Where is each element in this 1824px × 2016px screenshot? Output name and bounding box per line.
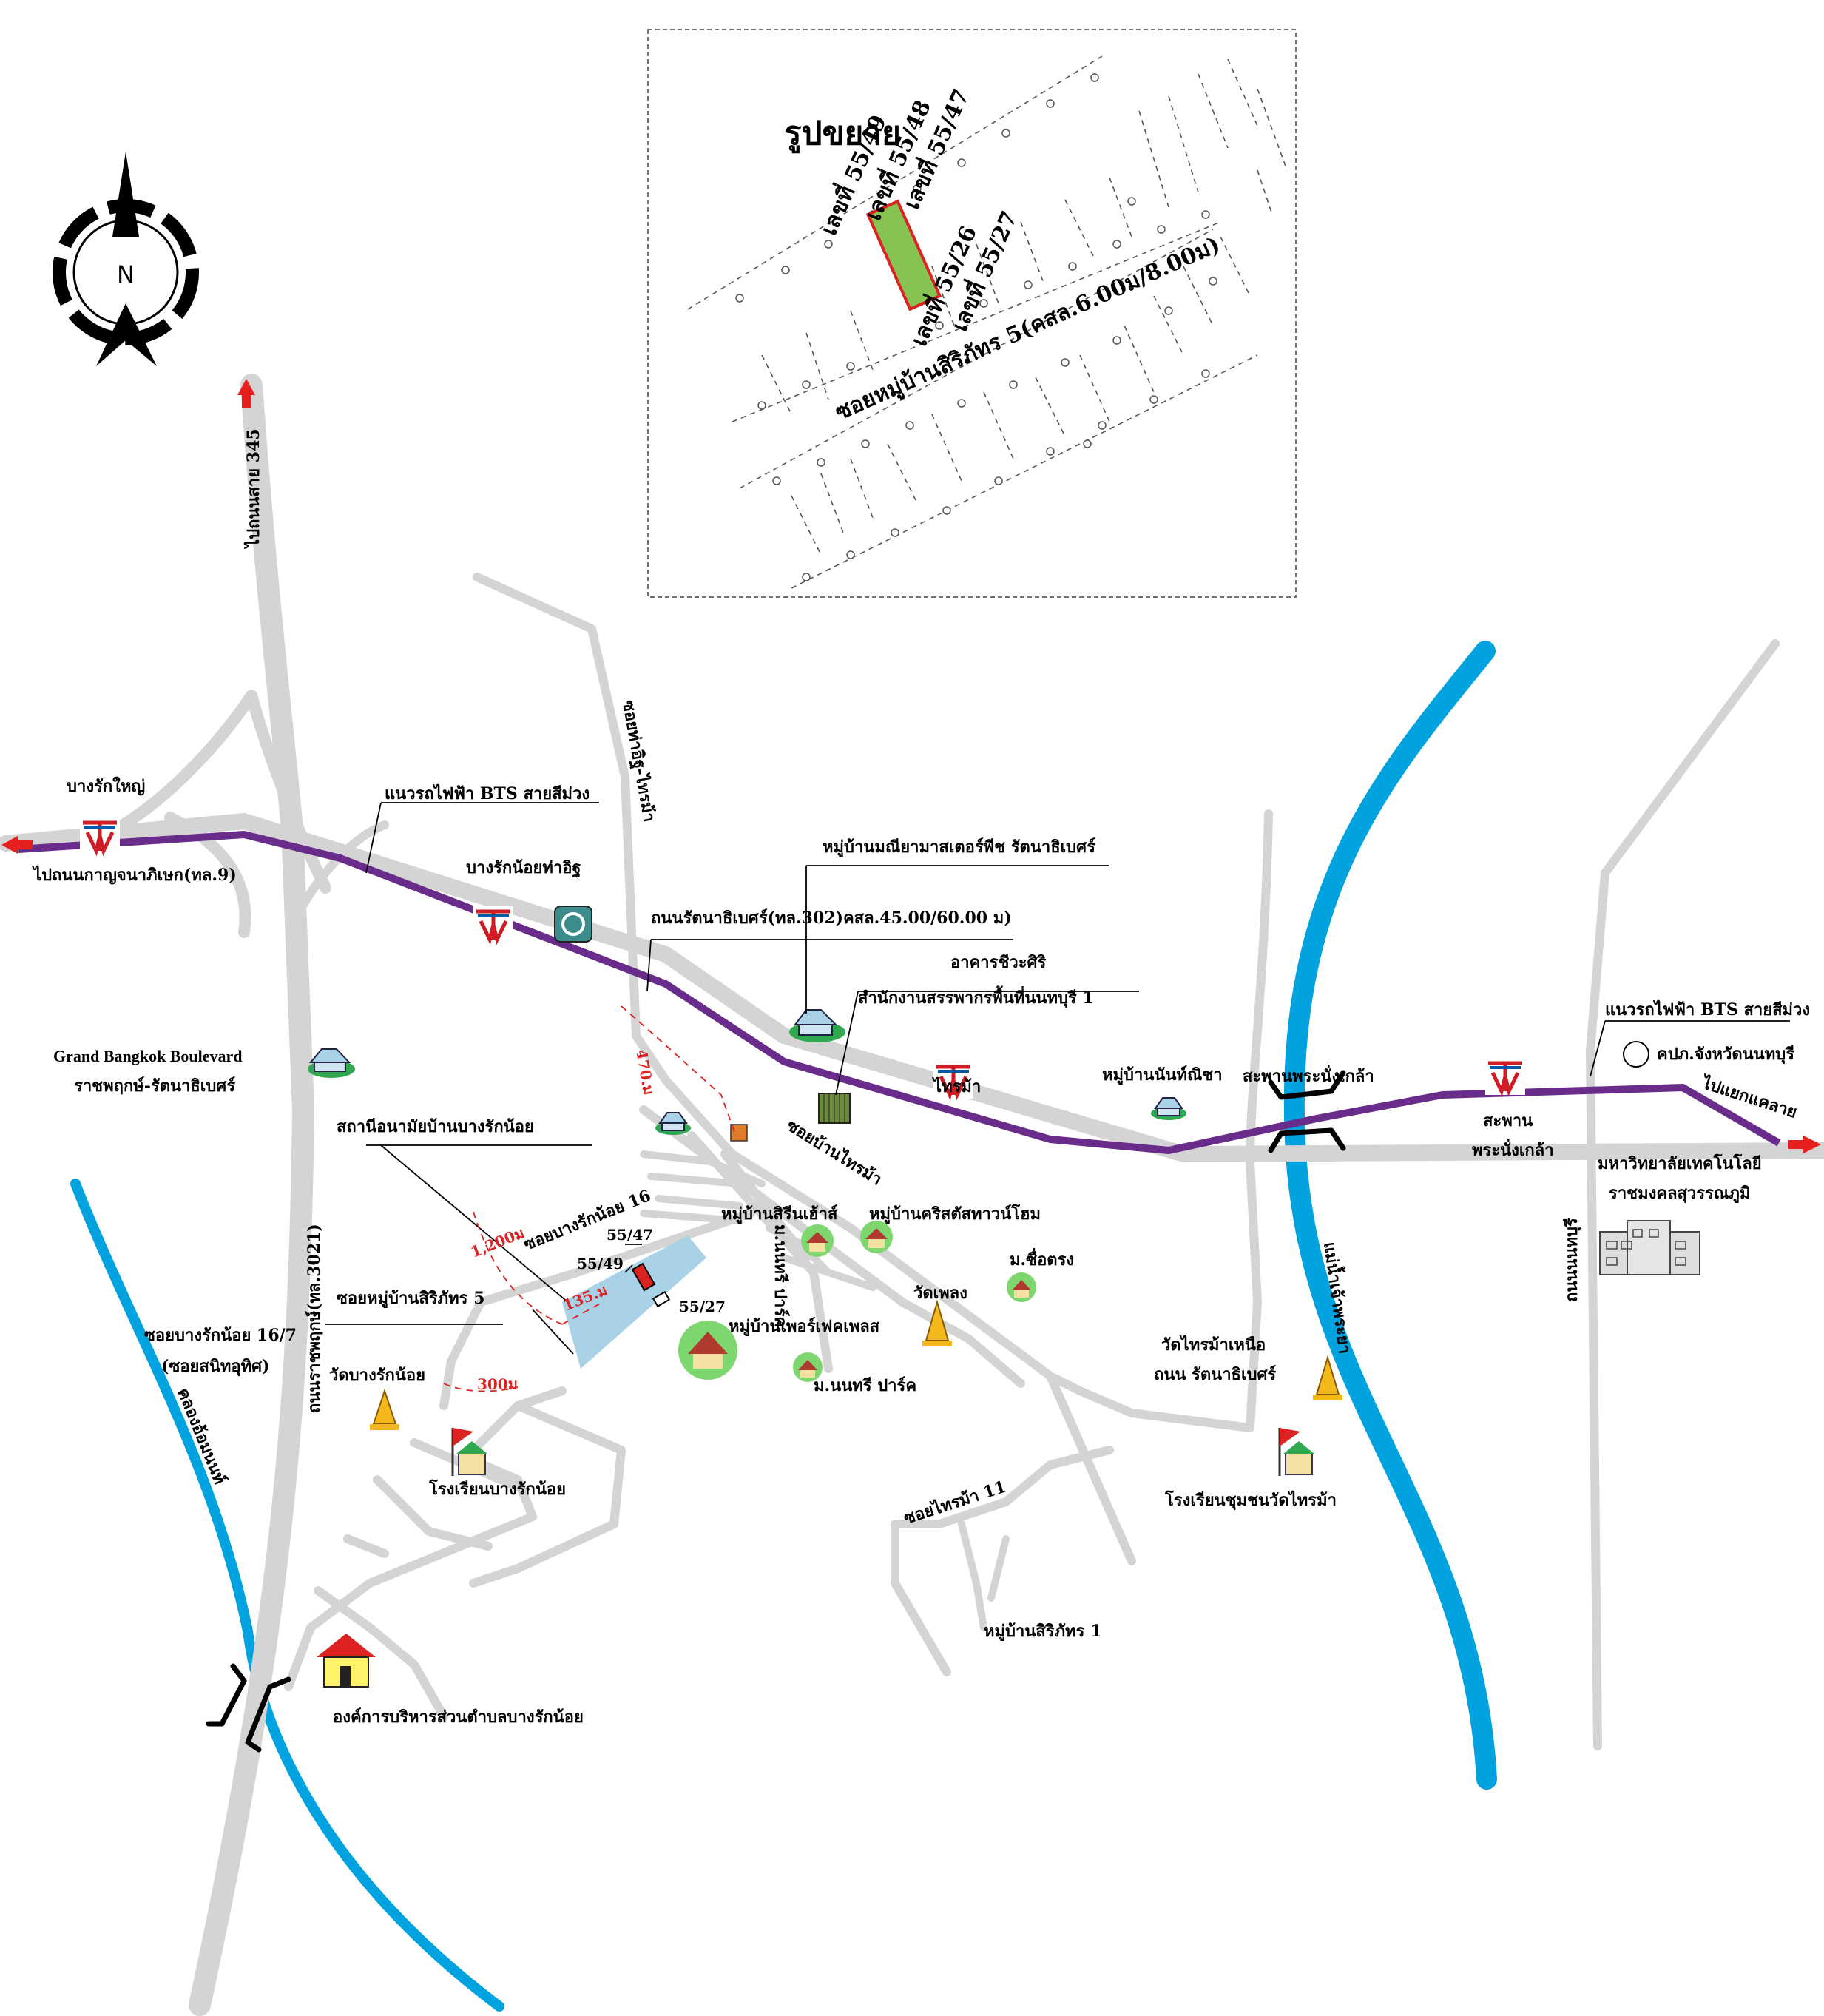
- label-distance-1200: 1,200ม: [468, 1224, 527, 1261]
- bts-logo-icon: [80, 817, 120, 857]
- label-perfect: หมู่บ้านเพอร์เฟคเพลส: [729, 1317, 880, 1337]
- label-plot-55-49: 55/49: [577, 1255, 624, 1272]
- label-sai-ma: ไทรม้า: [932, 1076, 981, 1096]
- label-sirin: หมู่บ้านสิรีนเฮ้าส์: [721, 1204, 838, 1224]
- distance-markers: [443, 1005, 735, 1392]
- label-bts-line-left: แนวรถไฟฟ้า BTS สายสีม่วง: [385, 783, 590, 803]
- police-circle-icon: [1623, 1041, 1649, 1068]
- inset-frame: [647, 29, 1297, 598]
- label-nonthaburi: ถนนนนทบุรี: [1562, 1218, 1582, 1302]
- tambon-office-icon: [317, 1634, 376, 1688]
- label-bridge-station-1: สะพาน: [1483, 1111, 1533, 1130]
- village-plot-area: [562, 1235, 706, 1369]
- label-to-khae-rai: ไปแยกแคลาย: [1698, 1072, 1800, 1122]
- label-chiwa-1: อาคารชีวะศิริ: [950, 953, 1047, 972]
- bts-logo-icon: [1485, 1058, 1525, 1097]
- school-flag-icon: [1278, 1428, 1314, 1476]
- khlong-om-non: [70, 1179, 504, 2012]
- label-bridge: สะพานพระนั่งเกล้า: [1243, 1064, 1374, 1086]
- label-school-saima: โรงเรียนชุมชนวัดไทรม้า: [1164, 1490, 1337, 1511]
- red-arrow-icon: [1, 379, 1821, 1153]
- label-road-345: ไปถนนสาย 345: [243, 428, 263, 549]
- label-health: สถานีอนามัยบ้านบางรักน้อย: [337, 1117, 534, 1136]
- house-icon: [789, 1009, 845, 1042]
- label-plot-55-27: 55/27: [679, 1298, 726, 1315]
- label-soi-sai-ma: ซอยบ้านไทรม้า: [783, 1115, 886, 1190]
- label-tambon-office: องค์การบริหารส่วนตำบลบางรักน้อย: [333, 1707, 584, 1727]
- label-wat-bangrak: วัดบางรักน้อย: [329, 1366, 425, 1385]
- label-univ-2: ราชมงคลสุวรรณภูมิ: [1609, 1184, 1750, 1204]
- house-icon: [678, 1321, 737, 1380]
- university-building-icon: [1599, 1220, 1700, 1275]
- house-icon: [793, 1352, 823, 1382]
- label-soi-16-7-a: ซอยบางรักน้อย 16/7: [144, 1326, 297, 1345]
- label-nanthicha: หมู่บ้านนันท์ณิชา: [1102, 1065, 1223, 1085]
- label-nonthari-vertical: ม.นนทรี ปาร์ค: [771, 1224, 790, 1327]
- label-soi-16-7-b: (ซอยสนิทอุทิศ): [161, 1357, 270, 1377]
- house-icon: [1151, 1097, 1186, 1120]
- label-grand-2: ราชพฤกษ์-รัตนาธิเบศร์: [74, 1076, 235, 1096]
- label-bang-rak-yai: บางรักใหญ่: [67, 776, 145, 796]
- house-icon: [308, 1048, 355, 1078]
- inset-title: รูปขยาย: [784, 115, 901, 153]
- house-icon: [1007, 1272, 1036, 1302]
- temple-icon: [922, 1299, 952, 1346]
- label-police: คปภ.จังหวัดนนทบุรี: [1657, 1045, 1794, 1065]
- label-plot-55-47: 55/47: [607, 1226, 653, 1244]
- label-chiwa-2: สำนักงานสรรพากรพื้นที่นนทบุรี 1: [858, 985, 1094, 1008]
- office-building-icon: [818, 1093, 851, 1124]
- label-kanchana: ไปถนนกาญจนาภิเษก(ทล.9): [32, 865, 237, 885]
- road-network: [0, 374, 1824, 2016]
- label-school-bangrak: โรงเรียนบางรักน้อย: [428, 1479, 566, 1499]
- label-bts-line-right: แนวรถไฟฟ้า BTS สายสีม่วง: [1605, 999, 1810, 1019]
- label-sue-trong: ม.ซื่อตรง: [1010, 1247, 1074, 1270]
- north-arrow-icon: N: [53, 152, 199, 366]
- label-bridge-station-2: พระนั่งเกล้า: [1472, 1138, 1554, 1160]
- subject-plot-55-48: [865, 199, 942, 311]
- label-univ-1: มหาวิทยาลัยเทคโนโลยี: [1598, 1153, 1762, 1173]
- health-station-icon: [730, 1124, 748, 1142]
- label-wat-saima-2: ถนน รัตนาธิเบศร์: [1154, 1365, 1276, 1384]
- house-icon: [655, 1112, 691, 1135]
- plot-markers: [631, 1262, 671, 1308]
- school-flag-icon: [451, 1428, 487, 1476]
- house-icon: [801, 1224, 834, 1257]
- label-soi-siriphat-5: ซอยหมู่บ้านสิริภัทร 5: [337, 1289, 484, 1309]
- label-bang-rak-noi: บางรักน้อยท่าอิฐ: [466, 858, 581, 878]
- compass-letter: N: [117, 260, 135, 289]
- house-icon: [860, 1221, 893, 1253]
- label-siriphat-1: หมู่บ้านสิริภัทร 1: [984, 1622, 1101, 1642]
- inset-parcel-lines: [687, 55, 1288, 589]
- label-wat-phleng: วัดเพลง: [913, 1284, 967, 1303]
- label-ratchaphruek: ถนนราชพฤกษ์(ทล.3021): [305, 1224, 324, 1413]
- label-wat-saima-1: วัดไทรม้าเหนือ: [1161, 1335, 1266, 1355]
- bts-logo-icon: [933, 1062, 973, 1101]
- label-grand-1: Grand Bangkok Boulevard: [53, 1047, 243, 1065]
- gas-station-logo-icon: [554, 906, 592, 943]
- label-rattanathibet: ถนนรัตนาธิเบศร์(ทล.302)คสล.45.00/60.00 ม…: [651, 908, 1012, 928]
- label-nonthari-horizontal: ม.นนทรี ปาร์ค: [814, 1376, 916, 1395]
- label-distance-300: 300ม: [477, 1375, 518, 1393]
- bridge-icon: [206, 1070, 1346, 1753]
- label-christ: หมู่บ้านคริสตัสทาวน์โฮม: [869, 1204, 1041, 1224]
- temple-icon: [370, 1388, 399, 1430]
- bts-logo-icon: [473, 906, 513, 945]
- label-manee: หมู่บ้านมณียามาสเตอร์พีช รัตนาธิเบศร์: [823, 837, 1095, 857]
- temple-icon: [1313, 1355, 1342, 1400]
- chao-phraya-river: [1283, 641, 1497, 1790]
